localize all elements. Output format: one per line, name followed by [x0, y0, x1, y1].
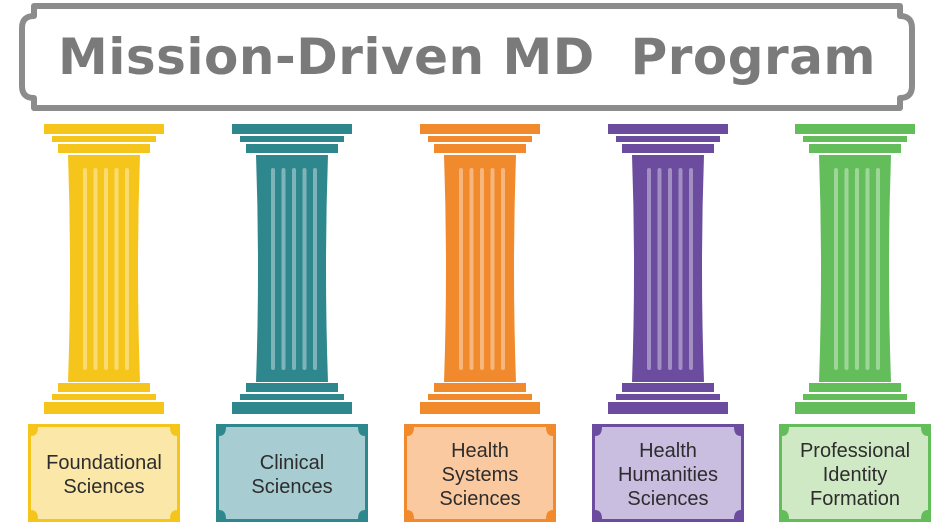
column-flute — [668, 168, 672, 370]
capital-mid — [428, 136, 532, 142]
pillar-label: Health Systems Sciences — [439, 440, 521, 510]
column-flute — [490, 168, 495, 370]
pedestal-panel — [595, 427, 741, 519]
pedestal-panel — [31, 427, 177, 519]
pillar-column — [779, 124, 931, 522]
column-flute — [855, 168, 859, 370]
base-ring-mid — [428, 394, 532, 400]
column-shaft — [819, 155, 891, 382]
capital-top — [420, 124, 540, 134]
column-flute — [876, 168, 880, 370]
base-ring-mid — [52, 394, 156, 400]
column-flute — [678, 168, 683, 370]
column-flute — [281, 168, 286, 370]
capital-mid — [616, 136, 720, 142]
column-flute — [104, 168, 108, 370]
column-shaft — [444, 155, 516, 382]
program-banner: Mission-Driven MD Program — [14, 2, 920, 112]
base-ring-top — [809, 383, 901, 392]
column-flute — [459, 168, 463, 370]
pillar-label: Health Humanities Sciences — [617, 440, 719, 510]
banner-frame — [19, 3, 915, 111]
column-flute — [125, 168, 129, 370]
column-flute — [302, 168, 307, 370]
capital-bottom — [622, 144, 714, 153]
column-flute — [501, 168, 505, 370]
column-flute — [83, 168, 87, 370]
capital-top — [608, 124, 728, 134]
pedestal-panel — [782, 427, 928, 519]
pillar-clinical-sciences: Clinical Sciences — [202, 124, 382, 531]
column-shaft — [632, 155, 704, 382]
base-ring-mid — [803, 394, 907, 400]
column-flute — [469, 168, 474, 370]
pedestal-panel — [407, 427, 553, 519]
column-flute — [114, 168, 119, 370]
column-flute — [93, 168, 98, 370]
base-ring-bottom — [608, 402, 728, 414]
capital-bottom — [434, 144, 526, 153]
base-ring-mid — [240, 394, 344, 400]
column-flute — [844, 168, 849, 370]
capital-bottom — [246, 144, 338, 153]
capital-bottom — [58, 144, 150, 153]
capital-bottom — [809, 144, 901, 153]
capital-top — [44, 124, 164, 134]
capital-top — [232, 124, 352, 134]
capital-top — [795, 124, 915, 134]
column-flute — [865, 168, 870, 370]
pillar-health-systems-sciences: Health Systems Sciences — [390, 124, 570, 531]
column-flute — [313, 168, 317, 370]
pillar-column — [28, 124, 180, 522]
pillar-column — [592, 124, 744, 522]
pillar-column — [404, 124, 556, 522]
base-ring-bottom — [232, 402, 352, 414]
base-ring-bottom — [44, 402, 164, 414]
pillar-label: Clinical Sciences — [251, 452, 333, 498]
pillar-column — [216, 124, 368, 522]
pillar-foundational-sciences: Foundational Sciences — [14, 124, 194, 531]
column-flute — [480, 168, 484, 370]
column-flute — [657, 168, 662, 370]
column-flute — [292, 168, 296, 370]
column-flute — [647, 168, 651, 370]
column-shaft — [68, 155, 140, 382]
column-shaft — [256, 155, 328, 382]
capital-mid — [240, 136, 344, 142]
capital-mid — [52, 136, 156, 142]
pillar-professional-identity-formation: Professional Identity Formation — [765, 124, 939, 531]
base-ring-mid — [616, 394, 720, 400]
column-flute — [271, 168, 275, 370]
pillar-health-humanities-sciences: Health Humanities Sciences — [578, 124, 758, 531]
column-flute — [834, 168, 838, 370]
column-flute — [689, 168, 693, 370]
pillar-label: Professional Identity Formation — [799, 440, 911, 510]
pillar-label: Foundational Sciences — [46, 452, 162, 498]
capital-mid — [803, 136, 907, 142]
base-ring-bottom — [795, 402, 915, 414]
pedestal-panel — [219, 427, 365, 519]
base-ring-top — [58, 383, 150, 392]
banner-title: Mission-Driven MD Program — [57, 28, 877, 86]
base-ring-top — [434, 383, 526, 392]
base-ring-top — [246, 383, 338, 392]
base-ring-bottom — [420, 402, 540, 414]
base-ring-top — [622, 383, 714, 392]
